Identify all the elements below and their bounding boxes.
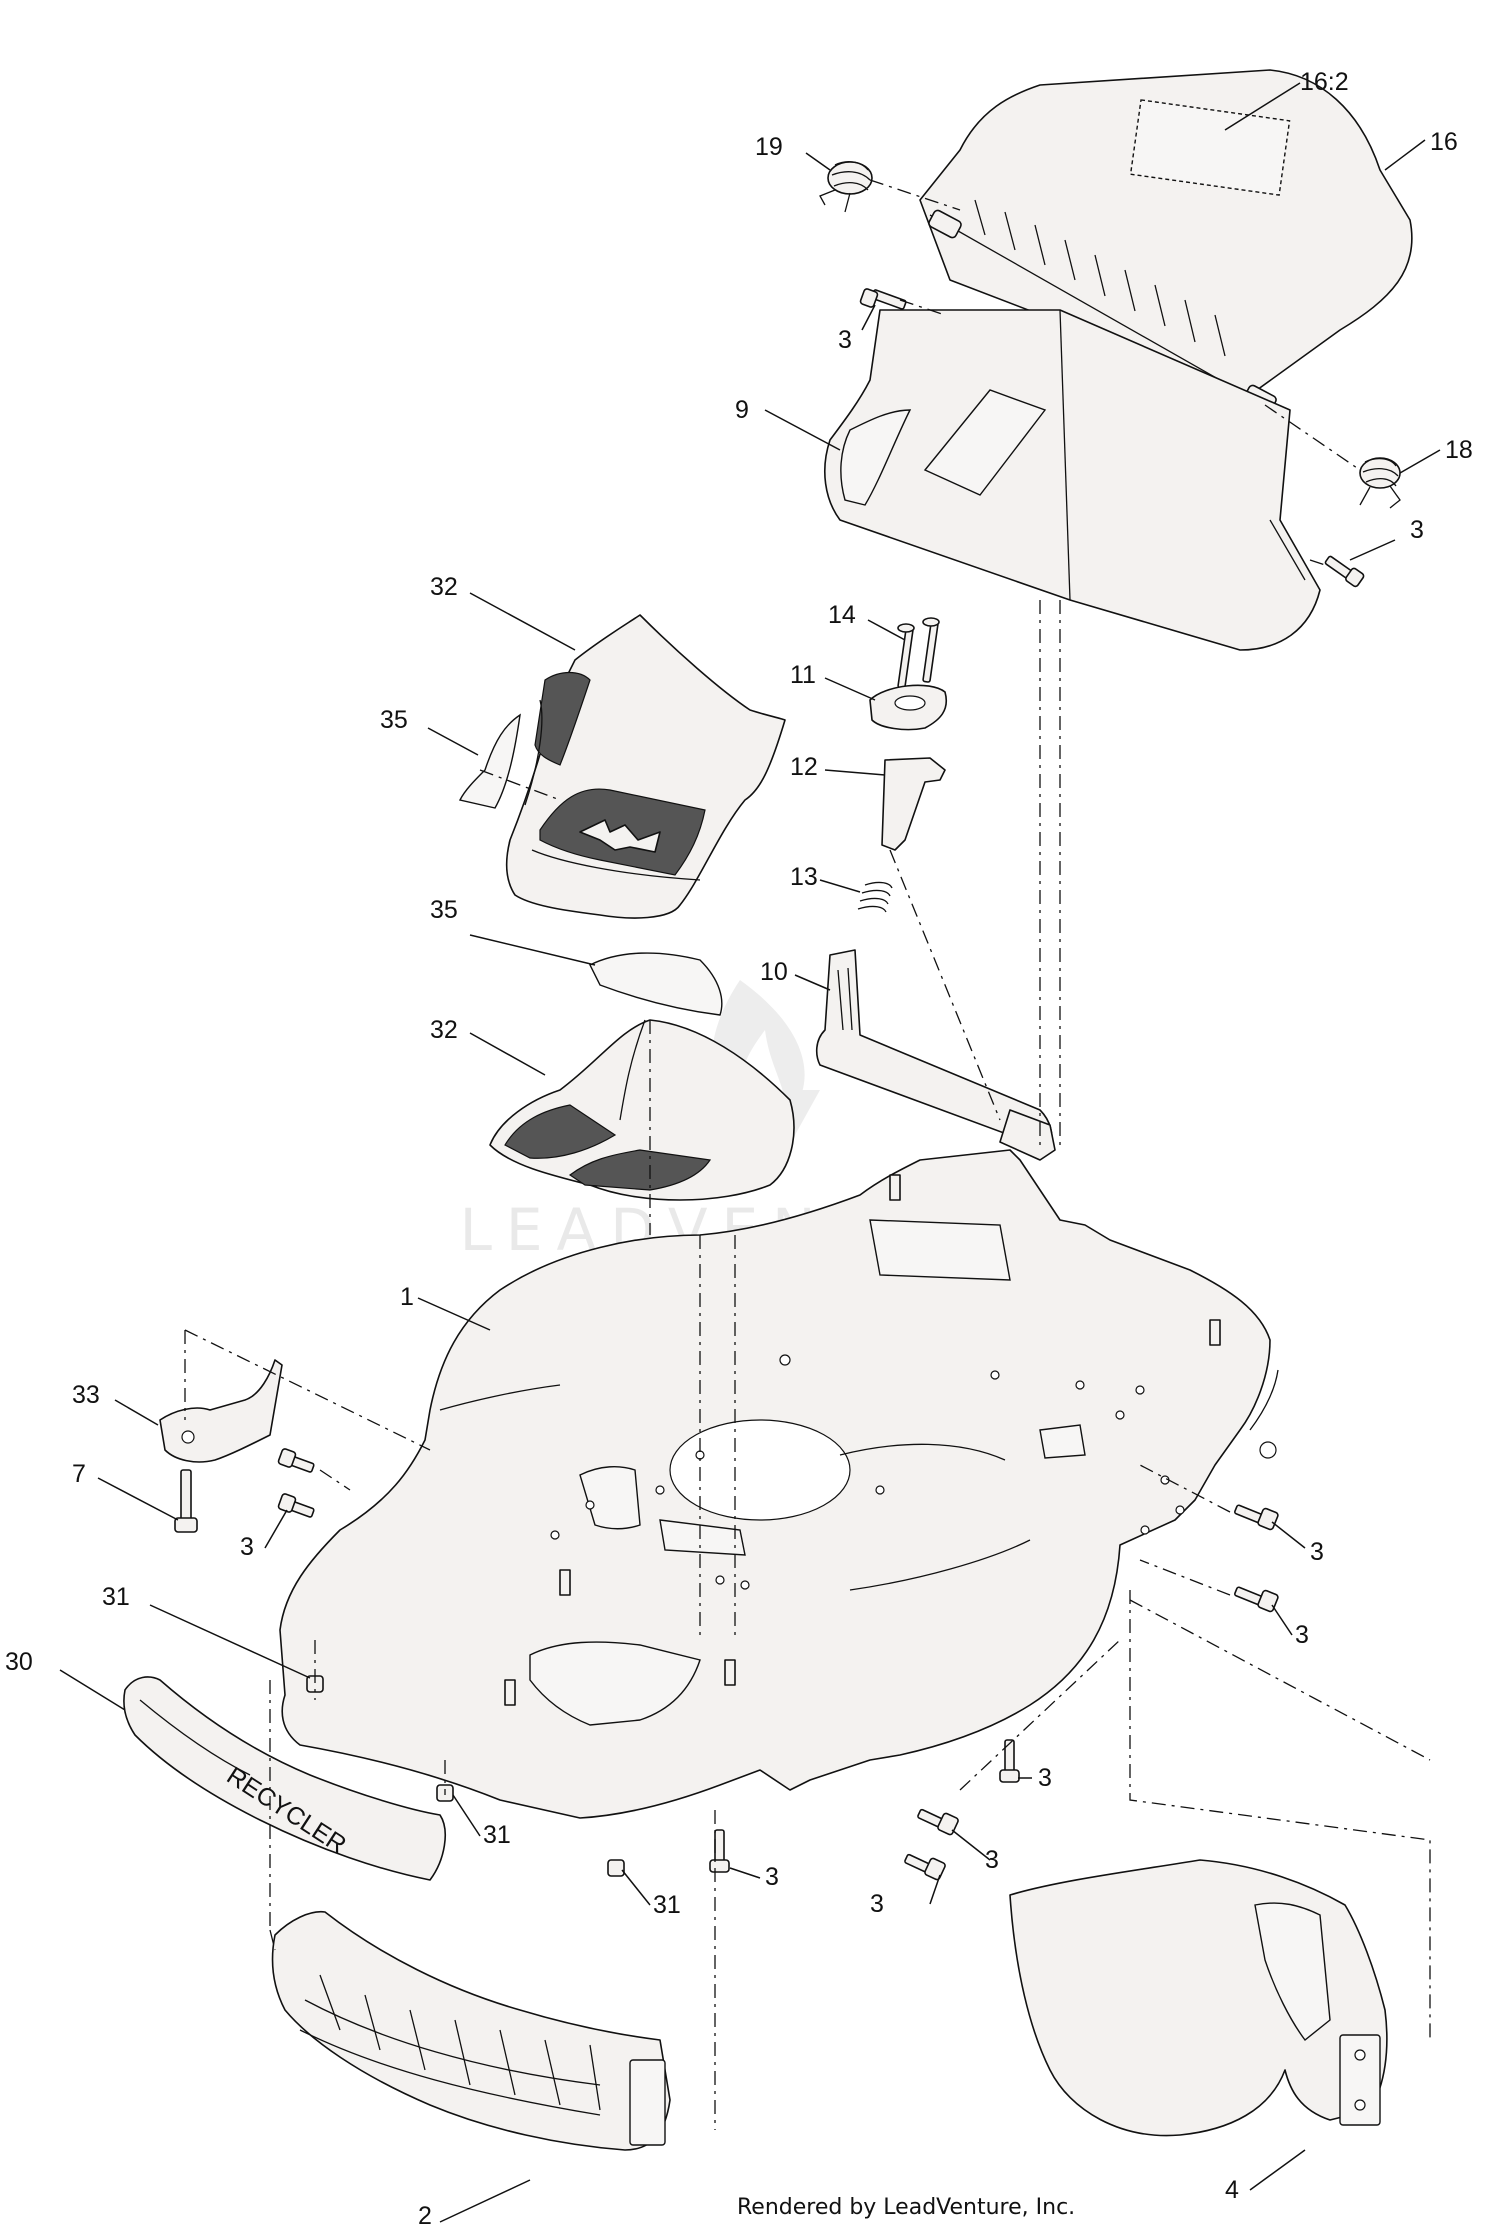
bolt-3-deck-under-center-b xyxy=(904,1853,946,1881)
part-32-front-shroud-awd xyxy=(505,614,786,919)
part-33-bracket xyxy=(159,1359,283,1463)
bolt-3-deck-under-middle xyxy=(709,1829,730,1873)
part-35-upper-decal xyxy=(458,713,521,809)
callout-4: 4 xyxy=(1225,2176,1239,2204)
part-7-bolt xyxy=(174,1469,198,1533)
callout-3-door-lower: 3 xyxy=(1410,516,1424,544)
callout-7: 7 xyxy=(72,1460,86,1488)
callout-3-deck-right-lower: 3 xyxy=(1295,1621,1309,1649)
callout-12: 12 xyxy=(790,753,818,781)
callout-3-under-right: 3 xyxy=(1038,1764,1052,1792)
bolt-3-deck-right-upper xyxy=(1234,1504,1279,1531)
callout-1: 1 xyxy=(400,1283,414,1311)
callout-31-middle: 31 xyxy=(483,1821,511,1849)
callout-35-upper: 35 xyxy=(380,706,408,734)
bolt-3-deck-under-right xyxy=(999,1739,1020,1783)
callout-3-under-center-b: 3 xyxy=(870,1890,884,1918)
bolt-3-deck-under-center-a xyxy=(917,1808,959,1836)
bolt-3-door-upper xyxy=(859,288,907,310)
part-18-torsion-spring xyxy=(1359,457,1401,509)
callout-33: 33 xyxy=(72,1381,100,1409)
part-12-bracket xyxy=(881,757,946,851)
callout-3-deck-left: 3 xyxy=(240,1533,254,1561)
callout-31-lower: 31 xyxy=(653,1891,681,1919)
callout-32-lower: 32 xyxy=(430,1016,458,1044)
callout-13: 13 xyxy=(790,863,818,891)
callout-16: 16 xyxy=(1430,128,1458,156)
callout-3-deck-right-upper: 3 xyxy=(1310,1538,1324,1566)
callout-10: 10 xyxy=(760,958,788,986)
part-11-height-knob xyxy=(869,684,947,731)
callout-11: 11 xyxy=(790,661,816,689)
part-2-front-baffle xyxy=(271,1910,671,2151)
bolt-3-deck-right-lower xyxy=(1234,1586,1279,1613)
part-13-spring xyxy=(857,881,893,913)
callout-35-lower: 35 xyxy=(430,896,458,924)
callout-30: 30 xyxy=(5,1648,33,1676)
assembly-dash-lines xyxy=(184,179,1431,2130)
callout-2: 2 xyxy=(418,2202,432,2225)
callout-leaders xyxy=(59,82,1441,2223)
callout-19: 19 xyxy=(755,133,783,161)
part-4-discharge-chute xyxy=(1009,1859,1388,2137)
callout-9: 9 xyxy=(735,396,749,424)
callout-labels: 16:2 16 19 3 9 18 3 32 14 11 35 12 13 35… xyxy=(5,68,1473,2225)
render-credit: Rendered by LeadVenture, Inc. xyxy=(737,2195,1075,2220)
bolt-3-deck-left-lower xyxy=(277,1493,315,1518)
part-14-screws xyxy=(897,617,940,689)
callout-3-door-upper: 3 xyxy=(838,326,852,354)
callout-32-upper: 32 xyxy=(430,573,458,601)
part-1-mower-deck xyxy=(279,1149,1279,1819)
callout-18: 18 xyxy=(1445,436,1473,464)
callout-14: 14 xyxy=(828,601,856,629)
bolt-3-deck-left-upper xyxy=(277,1448,315,1473)
callout-3-under-middle: 3 xyxy=(765,1863,779,1891)
nut-31-lower xyxy=(607,1859,625,1877)
bolt-3-door-lower xyxy=(1324,555,1365,588)
callout-16-2: 16:2 xyxy=(1300,68,1349,96)
part-10-height-lever xyxy=(815,949,1056,1161)
part-32-lower-shroud xyxy=(489,1019,795,1201)
callout-3-under-center-a: 3 xyxy=(985,1846,999,1874)
callout-31-upper: 31 xyxy=(102,1583,130,1611)
part-19-torsion-spring xyxy=(819,161,873,213)
part-35-lower-decal xyxy=(589,952,723,1016)
part-9-rear-flap xyxy=(824,309,1321,651)
